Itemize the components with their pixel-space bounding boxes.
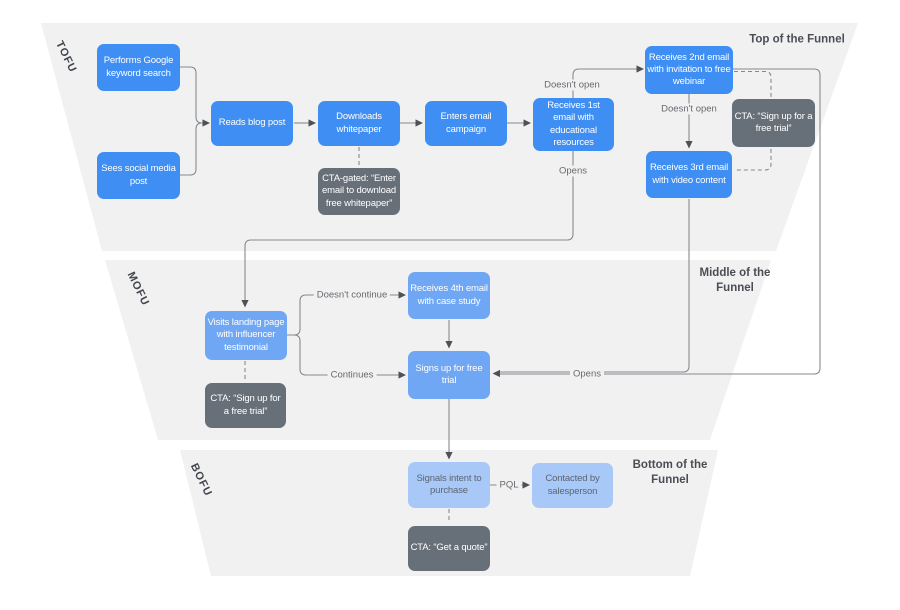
edge-performs-to-reads: [180, 66, 204, 124]
cta-note-gated-whitepaper[interactable]: CTA-gated: “Enter email to download free…: [318, 168, 400, 215]
node-receives-1st-email[interactable]: Receives 1st email with educational reso…: [533, 98, 614, 151]
node-sees-social[interactable]: Sees social media post: [97, 152, 180, 199]
node-enters-email-campaign[interactable]: Enters email campaign: [425, 101, 507, 146]
node-performs-search[interactable]: Performs Google keyword search: [97, 44, 180, 91]
node-label: Contacted by salesperson: [545, 473, 600, 497]
node-visits-landing-page[interactable]: Visits landing page with influencer test…: [205, 311, 287, 360]
title-top-of-funnel: Top of the Funnel: [749, 33, 845, 46]
node-receives-4th-email[interactable]: Receives 4th email with case study: [408, 272, 490, 319]
edge-visits-to-signsup: [287, 334, 399, 376]
node-label: Reads blog post: [218, 117, 286, 129]
edge-label-opens-2: Opens: [570, 368, 604, 379]
cta-note-label: CTA: “Get a quote”: [410, 542, 488, 554]
edge-email2-opens-to-signsup: [500, 68, 821, 375]
node-label: Receives 1st email with educational reso…: [547, 100, 600, 148]
edge-sees-to-reads: [180, 122, 204, 176]
node-label: Signals intent to purchase: [416, 472, 482, 496]
node-receives-3rd-email[interactable]: Receives 3rd email with video content: [646, 151, 732, 198]
edge-label-pql: PQL: [496, 479, 522, 491]
node-downloads-whitepaper[interactable]: Downloads whitepaper: [318, 101, 400, 146]
node-label: Performs Google keyword search: [103, 55, 174, 79]
title-middle-of-funnel: Middle of the Funnel: [699, 267, 771, 294]
node-receives-2nd-email[interactable]: Receives 2nd email with invitation to fr…: [645, 46, 733, 94]
edge-visits-to-email4: [287, 294, 399, 336]
edge-label-doesnt-open-1: Doesn't open: [541, 79, 603, 91]
edge-email3-to-signsup: [500, 199, 690, 373]
cta-note-free-trial-top[interactable]: CTA: “Sign up for a free trial”: [732, 99, 815, 147]
edge-cta-note-bracket: [734, 70, 772, 171]
edge-label-doesnt-open-2: Doesn't open: [658, 103, 720, 115]
node-signals-intent[interactable]: Signals intent to purchase: [408, 462, 490, 508]
edge-label-doesnt-continue: Doesn't continue: [313, 289, 391, 301]
node-label: Receives 3rd email with video content: [649, 162, 729, 186]
node-label: Downloads whitepaper: [336, 111, 382, 135]
edge-email1-opens-to-visits: [244, 151, 574, 301]
node-label: Sees social media post: [101, 163, 176, 187]
cta-note-label: CTA: “Sign up for a free trial”: [734, 110, 813, 134]
edge-email1-to-email2: [572, 68, 637, 98]
node-signs-up-free-trial[interactable]: Signs up for free trial: [408, 351, 490, 399]
node-label: Enters email campaign: [440, 111, 492, 135]
node-contacted-by-salesperson[interactable]: Contacted by salesperson: [532, 463, 613, 508]
edge-label-continues: Continues: [327, 369, 377, 380]
node-label: Receives 4th email with case study: [410, 283, 488, 307]
node-label: Visits landing page with influencer test…: [207, 317, 285, 353]
node-label: Receives 2nd email with invitation to fr…: [647, 51, 731, 88]
cta-note-free-trial-mid[interactable]: CTA: “Sign up for a free trial”: [205, 383, 286, 428]
edge-label-opens-1: Opens: [556, 165, 590, 177]
node-reads-blog[interactable]: Reads blog post: [211, 101, 293, 146]
cta-note-label: CTA-gated: “Enter email to download free…: [321, 173, 397, 209]
cta-note-get-quote[interactable]: CTA: “Get a quote”: [408, 526, 490, 571]
cta-note-label: CTA: “Sign up for a free trial”: [210, 393, 281, 417]
title-bottom-of-funnel: Bottom of the Funnel: [632, 459, 708, 486]
node-label: Signs up for free trial: [415, 362, 483, 386]
